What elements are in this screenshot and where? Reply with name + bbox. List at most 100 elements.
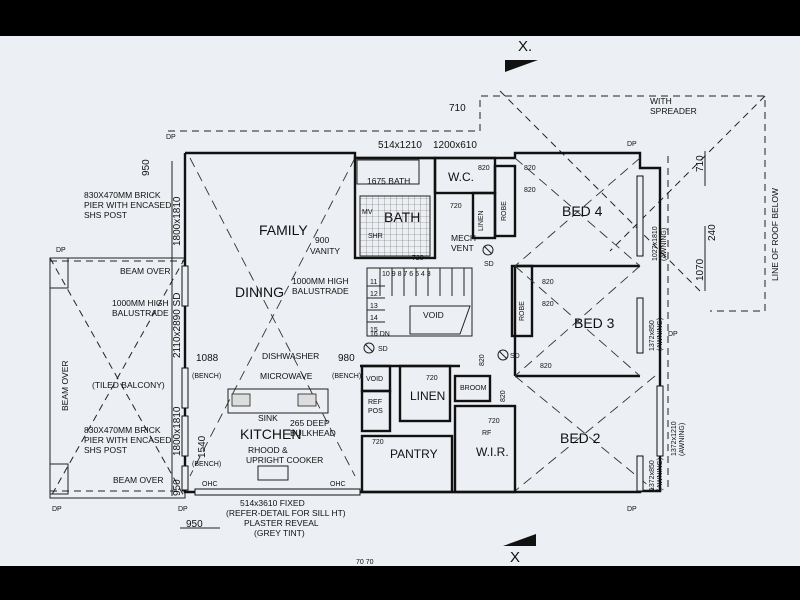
dim-710-right: 710 (695, 155, 706, 172)
roof-line-label: LINE OF ROOF BELOW (770, 188, 780, 281)
mech-vent-label-1: MECH (451, 233, 476, 243)
vanity-label-2: VANITY (310, 246, 340, 256)
dim-2110x2890: 2110x2890 SD (172, 293, 183, 358)
beam-over-vertical: BEAM OVER (60, 360, 70, 411)
dim-1800x1810-a: 1800x1810 (172, 196, 183, 246)
dim-1200x610: 1200x610 (433, 140, 477, 151)
bench-label-1: (BENCH) (192, 373, 221, 380)
window-left-4 (181, 465, 189, 491)
balustrade-left-label-1: 1000MM HIGH (112, 298, 169, 308)
room-family: FAMILY (259, 222, 308, 238)
stair-numbers: 10 9 8 7 6 5 4 3 (382, 271, 431, 278)
fixed-window-bottom (194, 488, 361, 496)
rf-label: RF (482, 430, 491, 437)
balustrade-label-1: 1000MM HIGH (292, 276, 349, 286)
balustrade-label-2: BALUSTRADE (292, 286, 349, 296)
bed2-diag-2 (514, 375, 656, 492)
section-mark-bottom: X (510, 549, 520, 566)
ohc-label-2: OHC (330, 481, 346, 488)
stair-11: 11 (370, 279, 377, 286)
bed4-diag-2 (514, 157, 641, 267)
sd-label-1: SD (484, 261, 494, 268)
roof-hip-2 (609, 95, 766, 252)
balustrade-left-label-2: BALUSTRADE (112, 308, 169, 318)
pier-label-1b: PIER WITH ENCASED (84, 200, 171, 210)
window-left-1 (181, 265, 189, 307)
beam-over-top: BEAM OVER (120, 266, 171, 276)
dp-label-5: DP (178, 506, 188, 513)
beam-over-bottom: BEAM OVER (113, 475, 164, 485)
dim-980: 980 (338, 353, 355, 364)
window-left-3 (181, 415, 189, 457)
awning-4-label-2: (AWNING) (657, 458, 664, 491)
sd-label-3: SD (510, 353, 520, 360)
robe-label-2: ROBE (519, 301, 526, 321)
rhood-label-1: RHOOD & (248, 445, 288, 455)
dim-820-bed4a: 820 (524, 165, 536, 172)
bath-walls (353, 156, 437, 260)
bed2-diag-1 (514, 375, 656, 492)
ref-pos-box (360, 389, 392, 433)
brick-pier-bottom (49, 463, 69, 495)
roof-outline (168, 95, 766, 312)
awning-2-label-2: (AWNING) (657, 318, 664, 351)
linen-bath-label: LINEN (478, 210, 485, 231)
kitchen-bench (227, 388, 329, 414)
window-bed4 (636, 175, 644, 257)
dp-label-2: DP (627, 141, 637, 148)
stair-16: 16 DN (370, 331, 390, 338)
pier-label-1c: SHS POST (84, 210, 127, 220)
pier-label-2c: SHS POST (84, 445, 127, 455)
stair-15: 15 (370, 327, 378, 334)
dim-1088: 1088 (196, 353, 219, 364)
spreader-label-2: SPREADER (650, 106, 697, 116)
pier-label-2b: PIER WITH ENCASED (84, 435, 171, 445)
room-linen-hall: LINEN (410, 389, 445, 403)
shr-label: SHR (368, 233, 383, 240)
smoke-detector-icon (363, 342, 375, 354)
fixed-window-label-4: (GREY TINT) (254, 528, 305, 538)
robe-label-1: ROBE (501, 201, 508, 221)
window-left-2 (181, 367, 189, 409)
room-kitchen: KITCHEN (240, 426, 301, 442)
room-wc: W.C. (448, 170, 474, 184)
dim-710-top: 710 (449, 103, 466, 114)
floor-plan-sheet: X. X (0, 36, 800, 566)
microwave-label: MICROWAVE (260, 371, 313, 381)
broom-label: BROOM (460, 385, 487, 392)
dim-240: 240 (707, 224, 718, 241)
shower-tiles (359, 195, 431, 257)
rhood-label-2: UPRIGHT COOKER (246, 455, 323, 465)
bed3-diag-2 (514, 265, 641, 377)
bathtub (356, 159, 420, 185)
dim-820-bed3b: 820 (542, 301, 554, 308)
sd-label-2: SD (378, 346, 388, 353)
mech-vent-label-2: VENT (451, 243, 474, 253)
cooker (257, 465, 289, 481)
window-bed2-b (636, 455, 644, 492)
broom-cupboard (453, 374, 492, 403)
dim-720-linen: 720 (426, 375, 438, 382)
vanity-label-1: 900 (315, 235, 329, 245)
dim-950-top: 950 (141, 159, 152, 176)
dp-label-6: DP (627, 506, 637, 513)
room-bed4: BED 4 (562, 203, 603, 219)
awning-1-label-2: (AWNING) (661, 228, 668, 261)
dim-720-hall: 720 (412, 255, 424, 262)
smoke-detector-icon (497, 349, 509, 361)
stair-void (409, 305, 471, 335)
room-tiled-balcony: (TILED BALCONY) (92, 380, 165, 390)
room-void: VOID (423, 310, 444, 320)
dim-514x1210: 514x1210 (378, 140, 422, 151)
stair-13: 13 (370, 303, 378, 310)
wir-walls (453, 404, 517, 494)
section-arrow-top (505, 60, 538, 72)
pier-label-2a: 830X470MM BRICK (84, 425, 161, 435)
room-wir: W.I.R. (476, 445, 509, 459)
awning-3-label: 1372x1210 (671, 421, 678, 456)
linen-hall-cupboard (398, 364, 452, 423)
dim-1800x1810-b: 1800x1810 (172, 406, 183, 456)
pos-label: POS (368, 408, 383, 415)
room-bed2: BED 2 (560, 430, 601, 446)
section-arrow-bottom (503, 534, 536, 546)
